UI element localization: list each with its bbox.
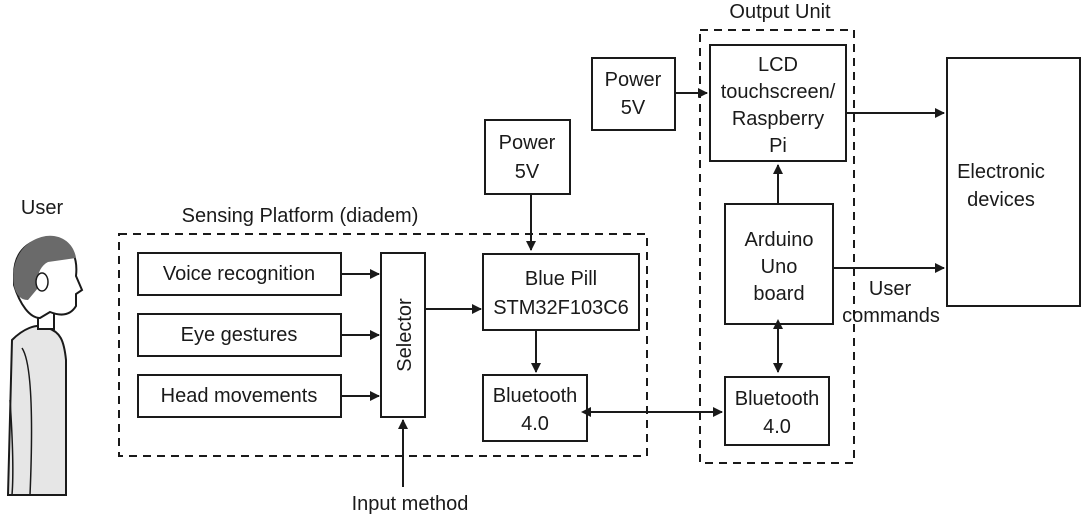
sensing-platform-title: Sensing Platform (diadem) bbox=[182, 205, 419, 227]
selector-block: Selector bbox=[380, 252, 426, 418]
power-sensing-label-1: Power bbox=[499, 132, 556, 154]
bluetooth-output-block: Bluetooth 4.0 bbox=[724, 376, 830, 446]
arduino-label-2: Uno bbox=[761, 256, 798, 278]
user-figure-icon bbox=[6, 235, 84, 496]
electronic-devices-label-1: Electronic bbox=[957, 161, 1045, 183]
electronic-devices-label-2: devices bbox=[967, 189, 1035, 211]
output-unit-container bbox=[699, 29, 855, 464]
arduino-label-3: board bbox=[753, 283, 804, 305]
input-voice-recognition: Voice recognition bbox=[137, 252, 342, 296]
input-head-movements-label: Head movements bbox=[161, 385, 318, 407]
lcd-label-4: Pi bbox=[769, 135, 787, 157]
input-head-movements: Head movements bbox=[137, 374, 342, 418]
input-eye-gestures: Eye gestures bbox=[137, 313, 342, 357]
blue-pill-label-1: Blue Pill bbox=[525, 268, 597, 290]
blue-pill-label-2: STM32F103C6 bbox=[493, 297, 629, 319]
blue-pill-block: Blue Pill STM32F103C6 bbox=[482, 253, 640, 331]
input-method-label: Input method bbox=[352, 493, 469, 515]
sensing-platform-container bbox=[118, 233, 648, 457]
output-unit-title: Output Unit bbox=[729, 1, 831, 23]
electronic-devices-block: Electronic devices bbox=[946, 57, 1081, 307]
lcd-raspberry-pi-block: LCD touchscreen/ Raspberry Pi bbox=[709, 44, 847, 162]
selector-label: Selector bbox=[394, 298, 416, 372]
power-sensing-label-2: 5V bbox=[515, 161, 540, 183]
user-label: User bbox=[21, 197, 64, 219]
user-commands-label-1: User bbox=[869, 278, 912, 300]
bluetooth-output-label-2: 4.0 bbox=[763, 416, 791, 438]
power-output-block: Power 5V bbox=[591, 57, 676, 131]
lcd-label-3: Raspberry bbox=[732, 108, 824, 130]
lcd-label-1: LCD bbox=[758, 54, 798, 76]
bluetooth-output-label-1: Bluetooth bbox=[735, 388, 820, 410]
arduino-label-1: Arduino bbox=[745, 229, 814, 251]
power-sensing-block: Power 5V bbox=[484, 119, 571, 195]
power-output-label-1: Power bbox=[605, 69, 662, 91]
bluetooth-sensing-label-2: 4.0 bbox=[521, 413, 549, 435]
lcd-label-2: touchscreen/ bbox=[721, 81, 836, 103]
bluetooth-sensing-block: Bluetooth 4.0 bbox=[482, 374, 588, 442]
user-commands-label-2: commands bbox=[842, 305, 940, 327]
input-eye-gestures-label: Eye gestures bbox=[181, 324, 298, 346]
power-output-label-2: 5V bbox=[621, 97, 646, 119]
bluetooth-sensing-label-1: Bluetooth bbox=[493, 385, 578, 407]
arduino-block: Arduino Uno board bbox=[724, 203, 834, 325]
input-voice-recognition-label: Voice recognition bbox=[163, 263, 315, 285]
